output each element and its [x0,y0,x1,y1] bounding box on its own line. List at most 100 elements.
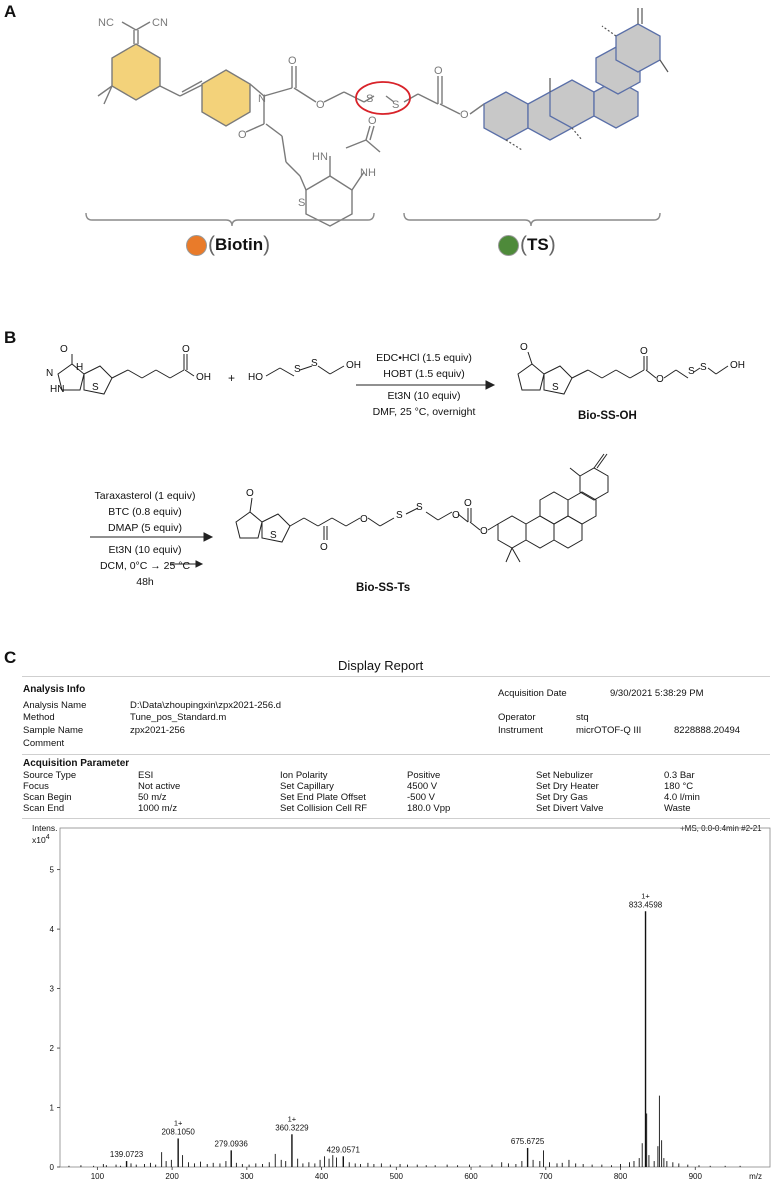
b-o-p2c: O [360,514,368,525]
b-s-a: S [294,364,301,375]
y-tick-label: 0 [50,1163,55,1172]
panel-label-c: C [4,648,17,667]
param-cell: Set Dry Gas [536,792,588,803]
y-tick-label: 3 [50,985,55,994]
yellow-ring-2 [201,69,251,127]
b-plus: + [228,371,235,385]
b-s-p2: S [270,530,277,541]
param-cell: Not active [138,781,181,792]
peak-charge: 1+ [174,1118,183,1127]
analysis-name-value: D:\Data\zhoupingxin\zpx2021-256.d [130,700,282,711]
analysis-name-label: Analysis Name [23,700,87,711]
svg-text:N: N [258,93,266,105]
reagent-2-1: Taraxasterol (1 equiv) [94,490,196,502]
svg-text:O: O [238,129,247,141]
disulfide-s2: S [392,99,399,111]
svg-text:O: O [288,55,297,67]
disulfide-highlight-circle [355,81,411,115]
y-tick-label: 4 [50,925,55,934]
ts-dot [498,234,519,256]
cn-label-left: NC [98,17,114,29]
peak-label: 429.0571 [327,1145,361,1154]
reagents-step-2: Taraxasterol (1 equiv) BTC (0.8 equiv) D… [84,488,206,590]
biotin-brace [85,212,375,227]
reagent-2-3: DMAP (5 equiv) [108,522,182,534]
param-cell: Ion Polarity [280,770,328,781]
panel-label-b: B [4,328,17,347]
sample-name-value: zpx2021-256 [130,725,185,736]
param-cell: Focus [23,781,49,792]
svg-text:O: O [434,65,443,77]
b-hn-1: HN [50,384,64,395]
param-cell: Waste [664,803,691,814]
b-ho: HO [248,372,263,383]
param-cell: 1000 m/z [138,803,178,814]
b-o-p2d: O [452,510,460,521]
param-cell: 0.3 Bar [664,770,695,781]
reagent-1-1: EDC•HCl (1.5 equiv) [376,352,472,364]
param-cell: Set Capillary [280,781,334,792]
param-cell: ESI [138,770,154,781]
b-o-p2: O [246,488,254,499]
instrument-value: micrOTOF-Q III [576,725,642,736]
x-tick-label: 300 [240,1172,254,1181]
acq-date-label: Acquisition Date [498,688,567,699]
acq-date-value: 9/30/2021 5:38:29 PM [610,688,704,699]
param-cell: Set Divert Valve [536,803,604,814]
reagent-2-5: DCM, 0°C → 25 °C [99,560,191,572]
instrument-id: 8228888.20494 [674,725,741,736]
biotin-label: ( Biotin ) [186,232,270,258]
x-tick-label: 800 [614,1172,628,1181]
cn-label-right: CN [152,17,168,29]
param-cell: 180 °C [664,781,694,792]
b-oh-p1: OH [730,360,745,371]
b-s-p1: S [552,382,559,393]
b-oh-acid: OH [196,372,211,383]
plot-frame [59,827,771,1168]
peak-label: 833.4598 [629,900,663,909]
peak-label: 675.6725 [511,1137,545,1146]
b-o-p2b: O [320,542,328,553]
product-bio-ss-oh: Bio-SS-OH [578,410,637,422]
analysis-info-title: Analysis Info [23,684,86,695]
b-o-p2f: O [480,526,488,537]
reagent-1-2: HOBT (1.5 equiv) [383,368,465,380]
b-n-1: N [46,368,53,379]
param-cell: Set Collision Cell RF [280,803,368,814]
instrument-label: Instrument [498,725,543,736]
y-axis-title: Intens. x104 [32,823,58,845]
b-oh-2: OH [346,360,361,371]
reagent-2-6: 48h [136,576,154,588]
b-s-p2b: S [416,502,423,513]
b-o-p1c: O [656,374,664,385]
param-cell: 4.0 l/min [664,792,700,803]
b-s-p1a: S [688,366,695,377]
b-s-1: S [92,382,99,393]
method-label: Method [23,712,55,723]
peak-label: 279.0936 [215,1139,249,1148]
b-o-p1b: O [640,346,648,357]
b-o-1: O [60,344,68,355]
acq-param-title: Acquisition Parameter [23,758,130,769]
reagent-1-4: DMF, 25 °C, overnight [372,406,476,418]
x-tick-label: 100 [91,1172,105,1181]
param-cell: -500 V [407,792,435,803]
b-o-p2e: O [464,498,472,509]
param-cell: 4500 V [407,781,438,792]
y-tick-label: 1 [50,1104,55,1113]
svg-text:O: O [316,99,325,111]
ts-brace [403,212,661,227]
reagents-step-1: EDC•HCl (1.5 equiv) HOBT (1.5 equiv) Et3… [356,350,492,420]
disulfide-s1: S [366,93,373,105]
param-cell: Positive [407,770,441,781]
x-tick-label: 500 [390,1172,404,1181]
param-cell: Set Dry Heater [536,781,599,792]
param-cell: Scan Begin [23,792,72,803]
param-cell: 180.0 Vpp [407,803,451,814]
param-cell: Set End Plate Offset [280,792,366,803]
b-o-acid: O [182,344,190,355]
x-axis-label: m/z [749,1172,762,1181]
operator-value: stq [576,712,589,723]
yellow-ring-1 [111,43,161,101]
thio-s: S [298,197,305,209]
